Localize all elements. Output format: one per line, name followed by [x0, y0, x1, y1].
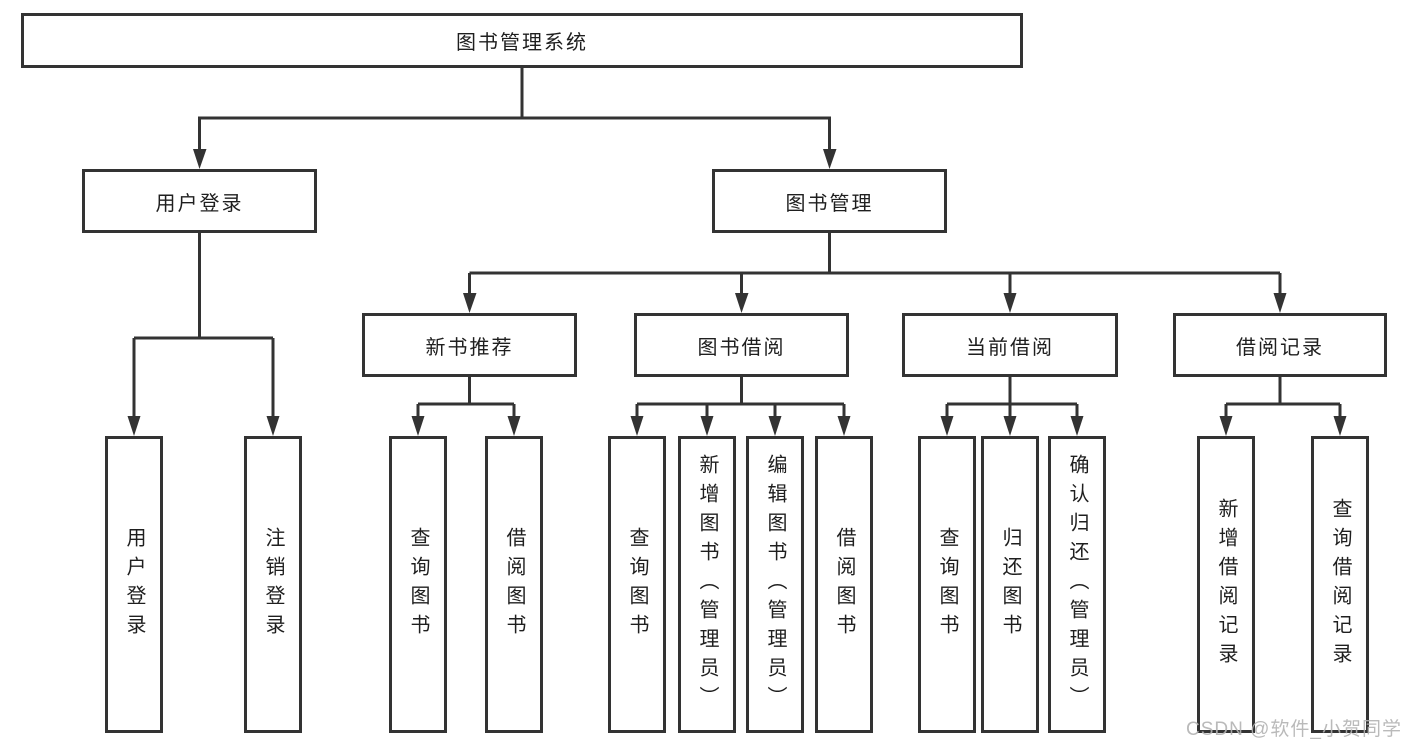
- leaf-query-borrow-record: 查询借阅记录: [1311, 436, 1369, 733]
- leaf-return-books: 归还图书: [981, 436, 1039, 733]
- node-label: 查询图书: [936, 526, 958, 643]
- node-label: 查询借阅记录: [1329, 497, 1351, 672]
- leaf-add-books-admin: 新增图书（管理员）: [678, 436, 736, 733]
- leaf-query-books-borrow: 查询图书: [608, 436, 666, 733]
- node-new-book-recommend: 新书推荐: [362, 313, 577, 377]
- node-label: 借阅记录: [1236, 336, 1324, 359]
- leaf-user-login: 用户登录: [105, 436, 163, 733]
- leaf-edit-books-admin: 编辑图书（管理员）: [746, 436, 804, 733]
- leaf-borrow-books-recommend: 借阅图书: [485, 436, 543, 733]
- leaf-logout: 注销登录: [244, 436, 302, 733]
- node-label: 编辑图书（管理员）: [764, 454, 786, 715]
- node-borrowing-records: 借阅记录: [1173, 313, 1387, 377]
- node-label: 确认归还（管理员）: [1066, 454, 1088, 715]
- leaf-query-books-current: 查询图书: [918, 436, 976, 733]
- node-label: 当前借阅: [966, 336, 1054, 359]
- node-label: 新增借阅记录: [1215, 497, 1237, 672]
- leaf-confirm-return-admin: 确认归还（管理员）: [1048, 436, 1106, 733]
- node-user-login: 用户登录: [82, 169, 317, 233]
- node-label: 注销登录: [262, 526, 284, 643]
- node-label: 图书管理: [785, 192, 874, 215]
- csdn-watermark: CSDN @软件_小贺同学: [1186, 719, 1402, 740]
- leaf-query-books-recommend: 查询图书: [389, 436, 447, 733]
- node-label: 新增图书（管理员）: [696, 454, 718, 715]
- node-book-management: 图书管理: [712, 169, 947, 233]
- leaf-add-borrow-record: 新增借阅记录: [1197, 436, 1255, 733]
- node-library-management-system: 图书管理系统: [21, 13, 1023, 68]
- node-label: 查询图书: [626, 526, 648, 643]
- node-label: 查询图书: [407, 526, 429, 643]
- node-label: 新书推荐: [425, 336, 514, 359]
- node-book-borrowing: 图书借阅: [634, 313, 849, 377]
- node-label: 图书借阅: [697, 336, 786, 359]
- node-current-borrowing: 当前借阅: [902, 313, 1118, 377]
- leaf-borrow-books: 借阅图书: [815, 436, 873, 733]
- node-label: 借阅图书: [833, 526, 855, 643]
- node-label: 借阅图书: [503, 526, 525, 643]
- node-label: 用户登录: [155, 192, 244, 215]
- node-label: 归还图书: [999, 526, 1021, 643]
- node-label: 用户登录: [123, 526, 145, 643]
- node-label: 图书管理系统: [456, 32, 588, 54]
